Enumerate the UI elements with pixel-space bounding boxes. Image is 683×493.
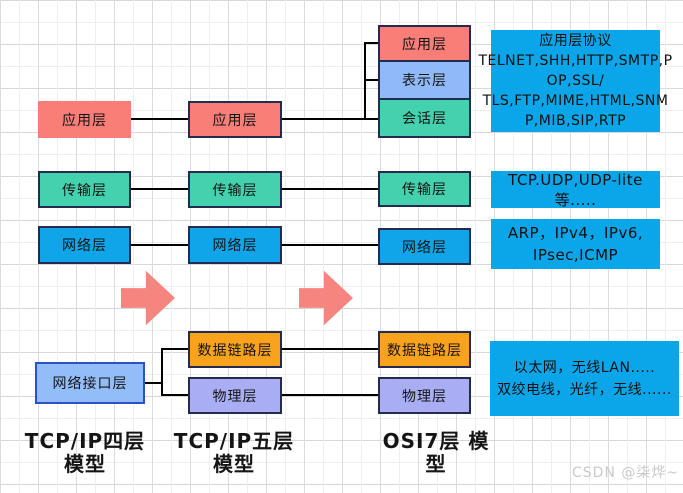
connector-line	[364, 42, 378, 44]
connector-line	[131, 118, 188, 120]
right-arrow-icon	[299, 270, 353, 326]
layer-box-tcpip4-network: 网络层	[38, 226, 131, 264]
column-title-tcpip5: TCP/IP五层 模型	[173, 429, 295, 476]
protocol-note-transport: TCP.UDP,UDP-lite等.....	[491, 171, 660, 209]
layer-box-tcpip5-datalink: 数据链路层	[188, 331, 282, 368]
connector-line	[282, 188, 378, 190]
connector-line	[131, 244, 188, 246]
layer-box-osi-presentation: 表示层	[378, 60, 471, 100]
layer-box-osi-transport: 传输层	[378, 171, 471, 207]
connector-line	[282, 244, 378, 246]
layer-box-tcpip4-transport: 传输层	[38, 171, 131, 208]
connector-line	[161, 348, 163, 396]
layer-box-osi-network: 网络层	[378, 228, 471, 265]
connector-line	[161, 348, 188, 350]
column-title-tcpip4: TCP/IP四层 模型	[24, 429, 146, 476]
protocol-note-physical: 以太网，无线LAN..... 双绞电线，光纤，无线......	[490, 341, 679, 416]
connector-line	[161, 394, 188, 396]
connector-line	[364, 42, 366, 120]
layer-box-tcpip4-network-interface: 网络接口层	[35, 362, 145, 404]
connector-line	[282, 348, 378, 350]
connector-line	[364, 79, 378, 81]
layer-box-osi-datalink: 数据链路层	[378, 331, 471, 368]
protocol-note-application: 应用层协议 TELNET,SHH,HTTP,SMTP,P OP,SSL/ TLS…	[478, 30, 672, 132]
layer-box-tcpip5-network: 网络层	[188, 226, 282, 264]
layer-box-tcpip5-transport: 传输层	[188, 171, 282, 208]
connector-line	[131, 188, 188, 190]
layer-box-tcpip5-application: 应用层	[188, 101, 282, 138]
right-arrow-icon	[121, 270, 175, 326]
column-title-osi7: OSI7层 模 型	[382, 429, 490, 476]
csdn-watermark: CSDN @柒烨~	[572, 465, 680, 481]
connector-line	[282, 394, 378, 396]
layer-box-osi-session: 会话层	[378, 98, 471, 138]
connector-line	[145, 382, 162, 384]
layer-box-tcpip5-physical: 物理层	[188, 377, 282, 414]
protocol-note-network: ARP，IPv4，IPv6, IPsec,ICMP	[491, 219, 660, 269]
layer-box-osi-application: 应用层	[378, 25, 471, 62]
connector-line	[282, 118, 378, 120]
layer-box-tcpip4-application: 应用层	[38, 101, 131, 138]
layer-box-osi-physical: 物理层	[378, 377, 471, 414]
